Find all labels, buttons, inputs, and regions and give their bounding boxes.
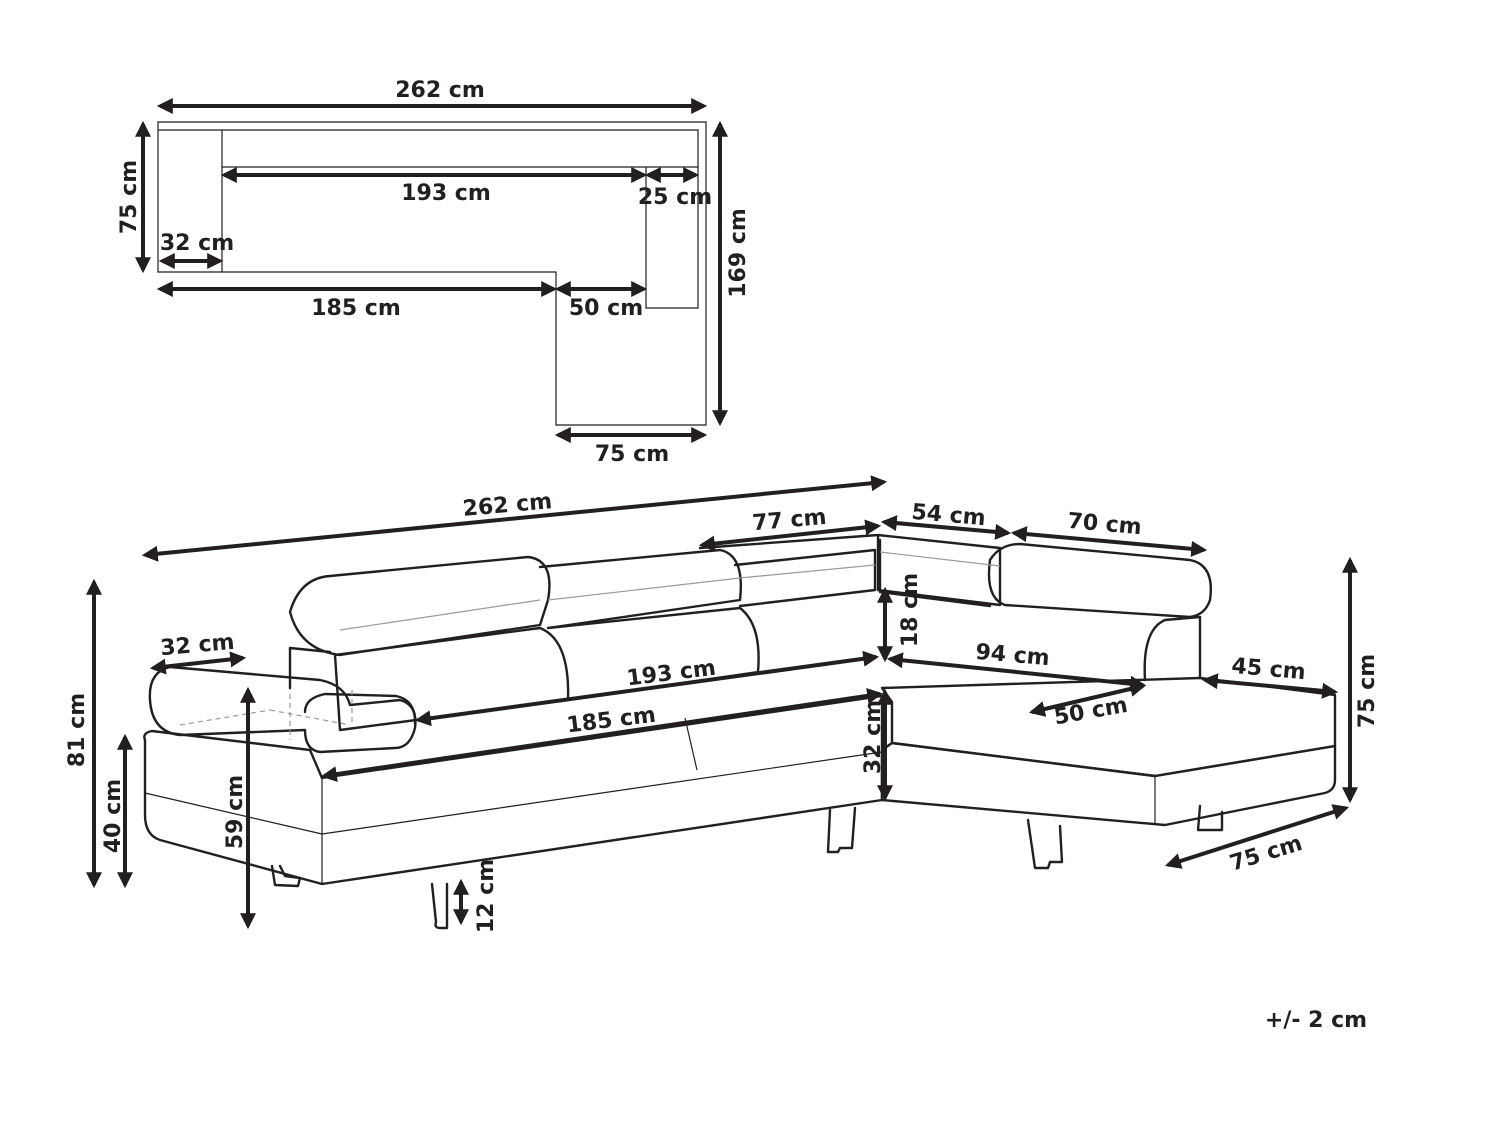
seat-divider bbox=[684, 717, 698, 771]
armrest-support bbox=[288, 646, 332, 690]
base-seam bbox=[144, 792, 323, 835]
persp-leg-label: 12 cm bbox=[474, 859, 499, 933]
persp-chaise-arm-label: 45 cm bbox=[1230, 654, 1306, 685]
persp-chaise-depth-label: 75 cm bbox=[1227, 831, 1305, 877]
top-seat-label: 193 cm bbox=[401, 181, 491, 206]
persp-front-arrow bbox=[320, 687, 884, 783]
persp-chaise-length-label: 94 cm bbox=[974, 640, 1050, 671]
persp-headrest-height-label: 18 cm bbox=[898, 573, 923, 647]
persp-chaise-arm-arrow bbox=[1201, 673, 1339, 699]
persp-front-label: 185 cm bbox=[565, 703, 657, 739]
persp-seat-height-label: 32 cm bbox=[861, 700, 886, 774]
leg-3 bbox=[826, 806, 857, 854]
persp-seat-floor-label: 40 cm bbox=[101, 779, 126, 853]
persp-chaise-inner-label: 50 cm bbox=[1052, 693, 1129, 731]
top-total-depth-label: 169 cm bbox=[726, 208, 751, 298]
persp-headrest-c-label: 70 cm bbox=[1066, 509, 1142, 540]
persp-chaise-length-arrow bbox=[886, 652, 1147, 692]
top-view-back bbox=[222, 129, 699, 168]
top-gap-label: 50 cm bbox=[569, 296, 643, 321]
top-back-depth-label: 25 cm bbox=[638, 185, 712, 210]
persp-seat-label: 193 cm bbox=[625, 656, 717, 692]
perspective-view: 262 cm 77 cm 54 cm 70 cm 32 cm 193 cm 18… bbox=[65, 475, 1380, 933]
headrest-chaise bbox=[987, 542, 1212, 619]
persp-headrest-b-arrow bbox=[880, 515, 1012, 540]
backrest-chaise bbox=[1143, 615, 1202, 682]
chaise-headrest-seam bbox=[879, 551, 1001, 567]
top-view-armrest bbox=[158, 129, 223, 272]
armrest bbox=[148, 665, 417, 754]
top-arm-label: 32 cm bbox=[160, 231, 234, 256]
back-frame bbox=[698, 533, 1002, 607]
persp-arm-arrow bbox=[149, 651, 247, 675]
top-view-outline bbox=[157, 121, 707, 426]
armrest-cap bbox=[303, 692, 417, 726]
persp-back-height-label: 59 cm bbox=[223, 775, 248, 849]
top-front-label: 185 cm bbox=[311, 296, 401, 321]
top-view-chaise-back bbox=[645, 167, 699, 309]
persp-arm-label: 32 cm bbox=[159, 630, 235, 661]
top-view: 262 cm 193 cm 25 cm 75 cm 32 cm 169 cm 1… bbox=[117, 78, 751, 467]
sofa-base bbox=[143, 694, 884, 886]
top-width-label: 262 cm bbox=[395, 78, 485, 103]
leg-4 bbox=[1026, 818, 1064, 870]
leg-2 bbox=[430, 882, 449, 930]
headrest-1 bbox=[288, 555, 551, 657]
persp-chaise-inner-arrow bbox=[1028, 681, 1147, 717]
persp-headrest-c-arrow bbox=[1010, 526, 1208, 557]
persp-chaise-depth-arrow bbox=[1164, 804, 1350, 869]
headrest-seam-2 bbox=[547, 577, 741, 601]
armrest-hidden-1 bbox=[179, 709, 271, 726]
persp-total-height-label: 81 cm bbox=[65, 693, 90, 767]
tolerance-note: +/- 2 cm bbox=[1265, 1008, 1367, 1033]
headrest-seam-1 bbox=[339, 599, 541, 631]
persp-chaise-height-label: 75 cm bbox=[1355, 654, 1380, 728]
headrest-3 bbox=[733, 548, 877, 608]
top-depth-label: 75 cm bbox=[117, 160, 142, 234]
headrest-seam-3 bbox=[739, 564, 876, 579]
leg-1 bbox=[270, 864, 302, 888]
top-chaise-width-label: 75 cm bbox=[595, 442, 669, 467]
persp-width-arrow bbox=[141, 475, 888, 562]
persp-headrest-a-arrow bbox=[698, 519, 882, 552]
chaise-base bbox=[880, 741, 1337, 827]
